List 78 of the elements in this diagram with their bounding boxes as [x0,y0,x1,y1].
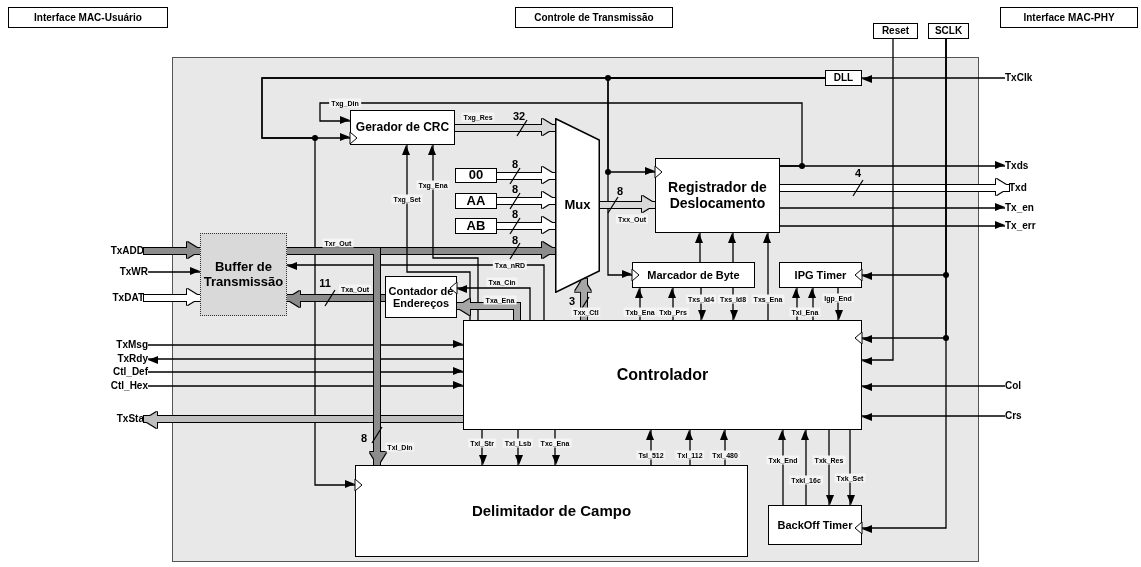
address-counter-block: Contador de Endereços [385,276,457,318]
bus-width-number: 8 [511,183,519,195]
signal-arrow [861,38,947,533]
signal-arrow [778,429,786,506]
signal-name: TxMsg [90,338,148,351]
section-header: Interface MAC-Usuário [8,7,168,28]
signal-name: TxClk [1005,70,1050,86]
signal-arrow [147,381,464,389]
signal-box: SCLK [928,23,969,39]
signal-arrow [801,429,809,506]
signal-arrow [861,383,1006,391]
bus-arrow [600,196,655,212]
constant-box: AA [455,193,497,209]
signal-arrow [779,161,1006,169]
buffer-block: Buffer de Transmissão [200,233,287,316]
bus-arrow [455,119,555,135]
bus-arrow [497,217,555,233]
signal-name: Txds [1005,158,1050,174]
signal-name: Tx_err [1005,218,1050,234]
multiplexer-trapezoid: Mux [555,118,600,293]
bus-arrow [144,242,200,258]
signal-arrow [695,232,703,263]
signal-arrow [728,232,736,263]
signal-name: Ctl_Hex [90,379,148,392]
signal-arrow [779,203,1006,211]
signal-name: TxADD [86,243,144,259]
bus-width-number: 4 [854,167,862,179]
bus-width-number: 8 [511,208,519,220]
signal-arrow [779,221,1006,229]
bus-width-number: 3 [568,295,576,307]
signal-arrow [861,38,894,365]
signal-name: Ctl_Def [90,365,148,378]
bus-width-number: 32 [512,110,526,122]
signal-arrow [763,232,771,321]
signal-name: Col [1005,378,1045,394]
bus-arrow [287,291,385,307]
signal-arrow [147,340,464,348]
backoff-timer-block: BackOff Timer [768,505,862,545]
signal-arrow [147,367,464,375]
bus-width-number: 11 [319,277,331,289]
signal-name: TxSta [86,411,144,427]
signal-arrow [456,285,531,321]
signal-name: Crs [1005,408,1045,424]
constant-box: AB [455,218,497,234]
controller-block: Controlador [463,320,862,430]
signal-arrow [147,267,201,275]
crc-generator-block: Gerador de CRC [350,110,455,145]
signal-name: TxWR [90,264,148,280]
signal-box: Reset [873,23,918,39]
signal-arrow [861,75,1006,83]
signal-arrow [847,429,855,506]
bus-width-number: 8 [511,158,519,170]
byte-marker-block: Marcador de Byte [632,262,755,288]
bus-arrow [287,248,386,465]
bus-width-number: 8 [511,234,519,246]
field-delimiter-block: Delimitador de Campo [355,465,748,557]
bus-arrow [497,167,555,183]
signal-arrow [402,144,471,321]
shift-register-block: Registrador de Deslocamento [655,158,780,233]
section-header: Interface MAC-PHY [1000,7,1138,28]
signal-arrow [147,356,464,364]
signal-name: Tx_en [1005,200,1050,216]
signal-name: TxRdy [90,352,148,365]
bus-arrow [144,412,463,428]
dll-block: DLL [825,70,862,86]
bus-arrow [497,192,555,208]
bus-arrow [575,278,591,320]
module-panel [172,57,979,562]
signal-arrow [861,413,1006,421]
bus-width-number: 8 [360,432,368,444]
signal-arrow [826,429,834,506]
bus-width-number: 8 [616,185,624,197]
ipg-timer-block: IPG Timer [779,262,862,288]
constant-box: 00 [455,168,497,183]
section-header: Controle de Transmissão [515,7,673,28]
signal-arrow [286,262,545,321]
signal-arrow [428,144,479,321]
bus-arrow [457,299,520,320]
